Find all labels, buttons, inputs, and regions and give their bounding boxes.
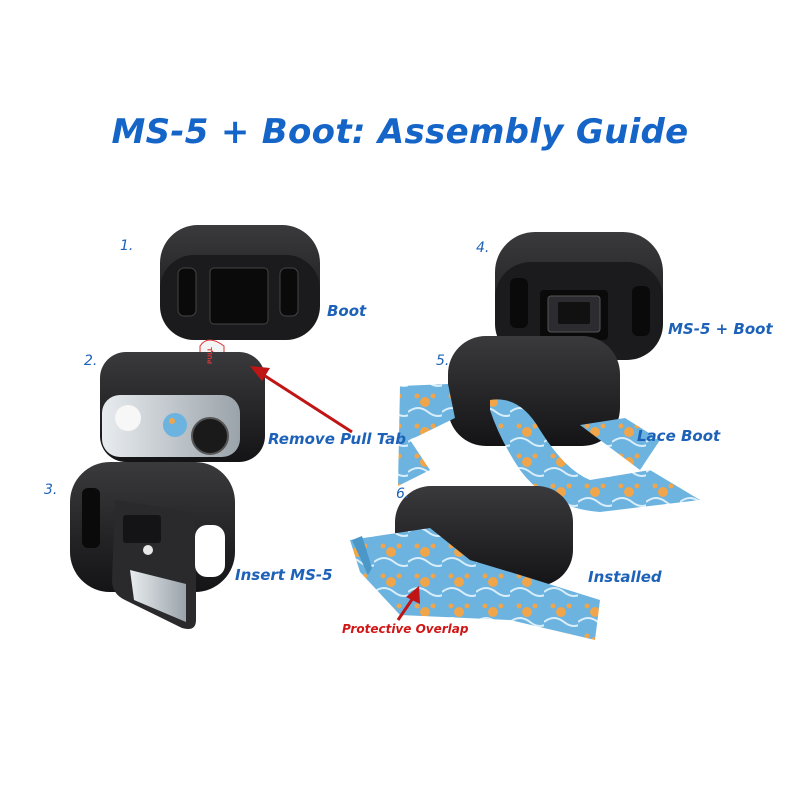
insert-ms5-illustration [70, 462, 235, 629]
step-number-2: 2. [84, 353, 98, 369]
ms5-in-boot-illustration [495, 232, 663, 360]
step-label-remove-pull-tab: Remove Pull Tab [268, 430, 407, 448]
step-label-boot: Boot [327, 302, 367, 320]
pull-tab-text: PULL [207, 347, 214, 364]
lace-boot-illustration [398, 336, 700, 512]
red-arrow-overlap [396, 586, 420, 621]
step-number-1: 1. [120, 238, 134, 254]
step-label-ms5-boot: MS-5 + Boot [668, 320, 773, 338]
step-label-lace-boot: Lace Boot [637, 427, 721, 445]
step-label-installed: Installed [588, 568, 662, 586]
installed-illustration [350, 486, 600, 640]
protective-overlap-callout: Protective Overlap [342, 622, 469, 636]
step-label-insert-ms5: Insert MS-5 [235, 566, 333, 584]
step-number-5: 5. [436, 353, 450, 369]
red-arrow-pull-tab [250, 366, 353, 434]
step-number-3: 3. [44, 482, 58, 498]
page-title: MS-5 + Boot: Assembly Guide [111, 112, 689, 152]
ms5-device-illustration [100, 339, 265, 462]
step-number-4: 4. [476, 240, 490, 256]
boot-illustration [160, 225, 320, 340]
step-number-6: 6. [396, 486, 410, 502]
